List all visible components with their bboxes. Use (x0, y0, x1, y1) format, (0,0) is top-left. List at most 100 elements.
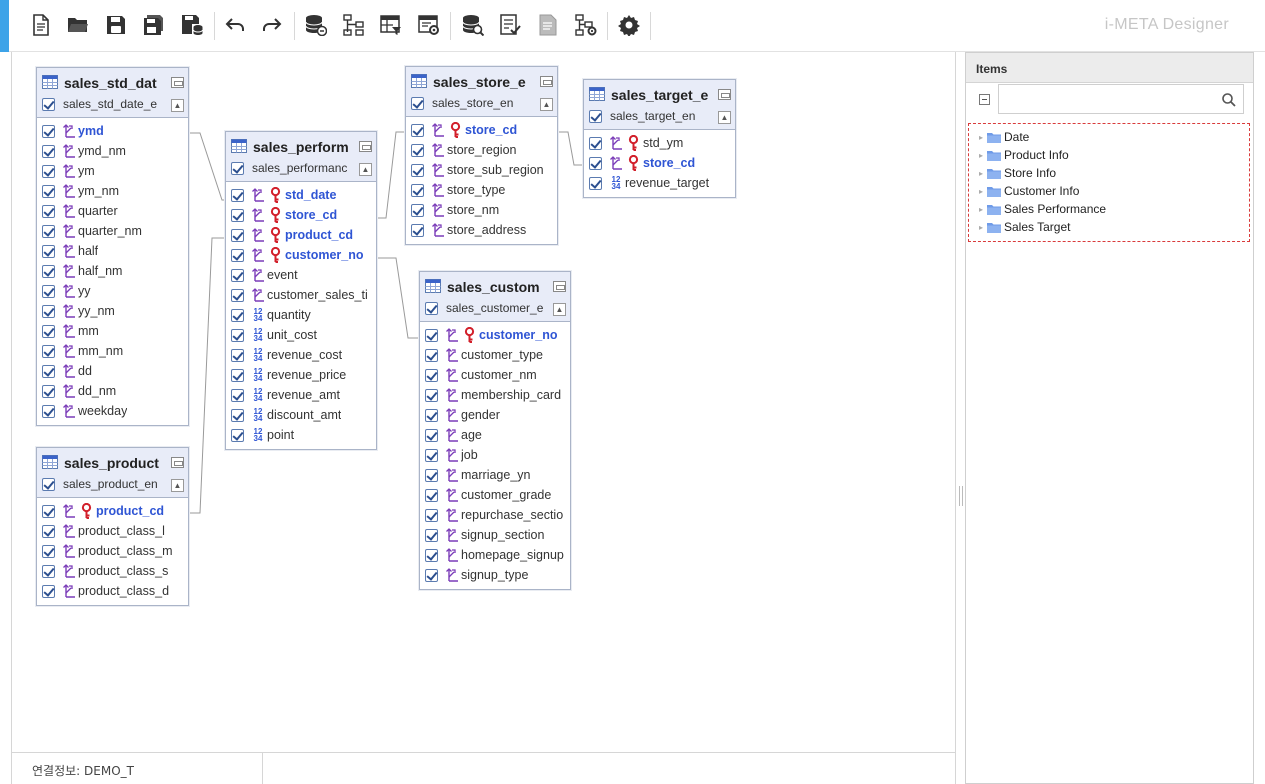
column-checkbox[interactable] (425, 488, 438, 502)
undo-button[interactable] (220, 10, 250, 40)
collapse-up-icon[interactable]: ▲ (359, 163, 372, 176)
new-document-button[interactable] (26, 10, 56, 40)
hierarchy-settings-button[interactable] (571, 10, 601, 40)
column-row[interactable]: mm (42, 321, 183, 341)
column-row[interactable]: store_cd (589, 153, 730, 173)
column-checkbox[interactable] (589, 136, 602, 150)
column-row[interactable]: signup_section (425, 525, 565, 545)
collapse-up-icon[interactable]: ▲ (171, 479, 184, 492)
collapse-up-icon[interactable]: ▲ (553, 303, 566, 316)
column-checkbox[interactable] (231, 428, 244, 442)
expand-arrow-icon[interactable]: ▸ (978, 168, 983, 178)
column-row[interactable]: job (425, 445, 565, 465)
column-checkbox[interactable] (42, 324, 55, 338)
column-row[interactable]: customer_no (231, 245, 371, 265)
column-row[interactable]: homepage_signup (425, 545, 565, 565)
column-row[interactable]: product_class_l (42, 521, 183, 541)
entity-checkbox[interactable] (42, 477, 55, 491)
column-checkbox[interactable] (42, 304, 55, 318)
column-row[interactable]: product_cd (231, 225, 371, 245)
column-checkbox[interactable] (42, 404, 55, 418)
column-checkbox[interactable] (231, 388, 244, 402)
column-row[interactable]: store_cd (411, 120, 552, 140)
column-checkbox[interactable] (42, 504, 55, 518)
tree-structure-button[interactable] (339, 10, 369, 40)
document-button[interactable] (533, 10, 563, 40)
column-row[interactable]: product_class_s (42, 561, 183, 581)
column-checkbox[interactable] (425, 528, 438, 542)
column-checkbox[interactable] (42, 524, 55, 538)
column-checkbox[interactable] (425, 508, 438, 522)
save-all-button[interactable] (139, 10, 169, 40)
collapse-up-icon[interactable]: ▲ (540, 98, 553, 111)
column-checkbox[interactable] (425, 368, 438, 382)
collapse-all-button[interactable] (979, 94, 990, 105)
minimize-icon[interactable] (171, 457, 184, 468)
entity-checkbox[interactable] (589, 109, 602, 123)
open-folder-button[interactable] (63, 10, 93, 40)
column-checkbox[interactable] (231, 368, 244, 382)
column-row[interactable]: customer_type (425, 345, 565, 365)
column-checkbox[interactable] (425, 468, 438, 482)
db-search-button[interactable] (458, 10, 488, 40)
column-checkbox[interactable] (425, 388, 438, 402)
column-checkbox[interactable] (42, 184, 55, 198)
entity-checkbox[interactable] (425, 301, 438, 315)
column-row[interactable]: store_cd (231, 205, 371, 225)
checklist-button[interactable] (495, 10, 525, 40)
column-row[interactable]: store_region (411, 140, 552, 160)
tree-item-customer-info[interactable]: ▸Customer Info (969, 182, 1249, 200)
redo-button[interactable] (257, 10, 287, 40)
column-checkbox[interactable] (42, 384, 55, 398)
save-to-db-button[interactable] (177, 10, 207, 40)
column-checkbox[interactable] (589, 176, 602, 190)
column-checkbox[interactable] (42, 564, 55, 578)
column-checkbox[interactable] (231, 288, 244, 302)
column-row[interactable]: product_class_m (42, 541, 183, 561)
column-row[interactable]: store_nm (411, 200, 552, 220)
column-row[interactable]: ymd (42, 121, 183, 141)
column-row[interactable]: ym (42, 161, 183, 181)
column-checkbox[interactable] (231, 208, 244, 222)
column-checkbox[interactable] (231, 268, 244, 282)
minimize-icon[interactable] (540, 76, 553, 87)
tree-item-sales-performance[interactable]: ▸Sales Performance (969, 200, 1249, 218)
column-row[interactable]: store_address (411, 220, 552, 240)
minimize-icon[interactable] (718, 89, 731, 100)
column-checkbox[interactable] (411, 183, 424, 197)
column-row[interactable]: dd_nm (42, 381, 183, 401)
column-checkbox[interactable] (411, 143, 424, 157)
column-row[interactable]: store_type (411, 180, 552, 200)
table-filter-button[interactable] (376, 10, 406, 40)
column-row[interactable]: marriage_yn (425, 465, 565, 485)
tree-item-store-info[interactable]: ▸Store Info (969, 164, 1249, 182)
items-search-input[interactable] (999, 85, 1209, 113)
column-row[interactable]: age (425, 425, 565, 445)
column-checkbox[interactable] (42, 364, 55, 378)
column-row[interactable]: quarter_nm (42, 221, 183, 241)
column-row[interactable]: std_date (231, 185, 371, 205)
column-checkbox[interactable] (42, 544, 55, 558)
column-checkbox[interactable] (411, 163, 424, 177)
expand-arrow-icon[interactable]: ▸ (978, 186, 983, 196)
column-checkbox[interactable] (42, 264, 55, 278)
expand-arrow-icon[interactable]: ▸ (978, 204, 983, 214)
column-row[interactable]: event (231, 265, 371, 285)
column-row[interactable]: repurchase_sectio (425, 505, 565, 525)
collapse-up-icon[interactable]: ▲ (171, 99, 184, 112)
minimize-icon[interactable] (171, 77, 184, 88)
column-row[interactable]: dd (42, 361, 183, 381)
column-checkbox[interactable] (425, 448, 438, 462)
entity-title[interactable]: sales_std_dat (42, 72, 183, 94)
entity-title[interactable]: sales_perform (231, 136, 371, 158)
column-row[interactable]: half (42, 241, 183, 261)
minimize-icon[interactable] (553, 281, 566, 292)
column-row[interactable]: customer_grade (425, 485, 565, 505)
column-checkbox[interactable] (411, 203, 424, 217)
column-checkbox[interactable] (589, 156, 602, 170)
column-checkbox[interactable] (42, 164, 55, 178)
